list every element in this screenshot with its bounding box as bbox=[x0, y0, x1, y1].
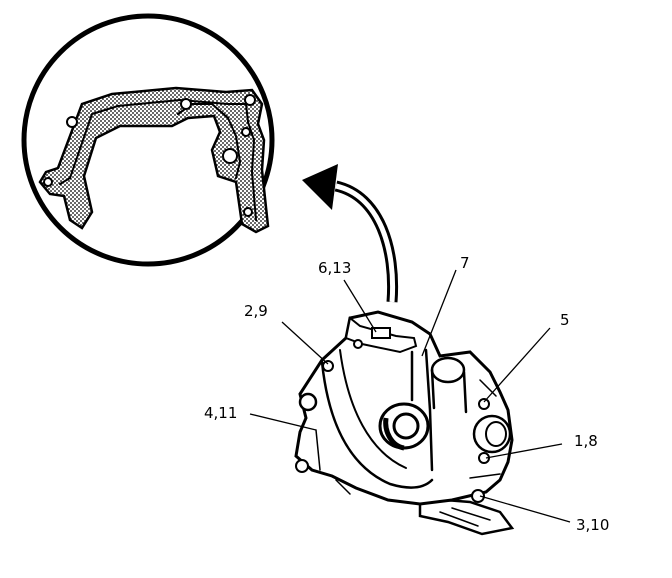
detail-arrow-shaft-inner bbox=[335, 183, 396, 303]
gasket-detail bbox=[38, 86, 270, 234]
cover-flange-ribs bbox=[439, 507, 491, 527]
cover-seal-shading bbox=[383, 417, 405, 451]
leader-7 bbox=[421, 269, 457, 357]
gasket-bead bbox=[59, 99, 257, 221]
cover-vertical-rib bbox=[410, 348, 434, 472]
callout-2-9: 2,9 bbox=[244, 302, 268, 320]
leader-6-13 bbox=[343, 279, 377, 333]
gasket-hole-3 bbox=[244, 94, 256, 106]
cover-bolt-bottom bbox=[471, 489, 485, 503]
front-cover-part bbox=[294, 310, 515, 536]
detail-arrow-head bbox=[302, 164, 338, 210]
cover-bolt-left-lower bbox=[295, 459, 309, 473]
detail-arrow bbox=[302, 164, 399, 303]
cover-bolt-right-upper bbox=[478, 398, 490, 410]
detail-magnifier bbox=[21, 13, 275, 267]
gasket-hole-5 bbox=[241, 127, 251, 137]
leader-3-10 bbox=[479, 495, 571, 523]
leader-lines bbox=[249, 269, 571, 523]
callout-4-11: 4,11 bbox=[204, 404, 237, 422]
gasket-hole-6 bbox=[43, 177, 53, 187]
cover-seal-inner bbox=[392, 412, 420, 440]
callout-5: 5 bbox=[560, 311, 570, 329]
cover-right-port-inner bbox=[485, 421, 507, 447]
cover-bolt-top bbox=[353, 339, 363, 349]
gasket-hole-2 bbox=[180, 98, 192, 110]
gasket-hole-7 bbox=[243, 207, 253, 217]
leader-5 bbox=[483, 327, 551, 403]
cover-pump-cylinder bbox=[430, 368, 468, 414]
callout-3-10: 3,10 bbox=[576, 516, 609, 534]
gasket-band bbox=[38, 86, 270, 234]
cover-bolt-left-upper bbox=[298, 392, 318, 412]
gasket-hole-4 bbox=[222, 148, 238, 164]
leader-2-9 bbox=[281, 321, 329, 365]
cover-sweep-face bbox=[320, 360, 434, 489]
cover-base-flange bbox=[418, 496, 515, 536]
cover-edge-detail bbox=[315, 379, 501, 495]
gasket-hole-1 bbox=[66, 116, 78, 128]
callout-6-13: 6,13 bbox=[318, 259, 351, 277]
callout-7: 7 bbox=[460, 254, 470, 272]
cover-sweep-face-inner bbox=[339, 349, 407, 469]
leader-1-8 bbox=[485, 443, 563, 459]
callout-1-8: 1,8 bbox=[574, 432, 598, 450]
leader-4-11 bbox=[249, 413, 317, 431]
cover-bolt-left-mid bbox=[322, 360, 334, 372]
cover-top-slot bbox=[371, 327, 391, 339]
callout-labels: 2,9 6,13 7 5 4,11 1,8 3,10 bbox=[204, 254, 609, 534]
cover-pump-boss-top bbox=[430, 356, 466, 384]
